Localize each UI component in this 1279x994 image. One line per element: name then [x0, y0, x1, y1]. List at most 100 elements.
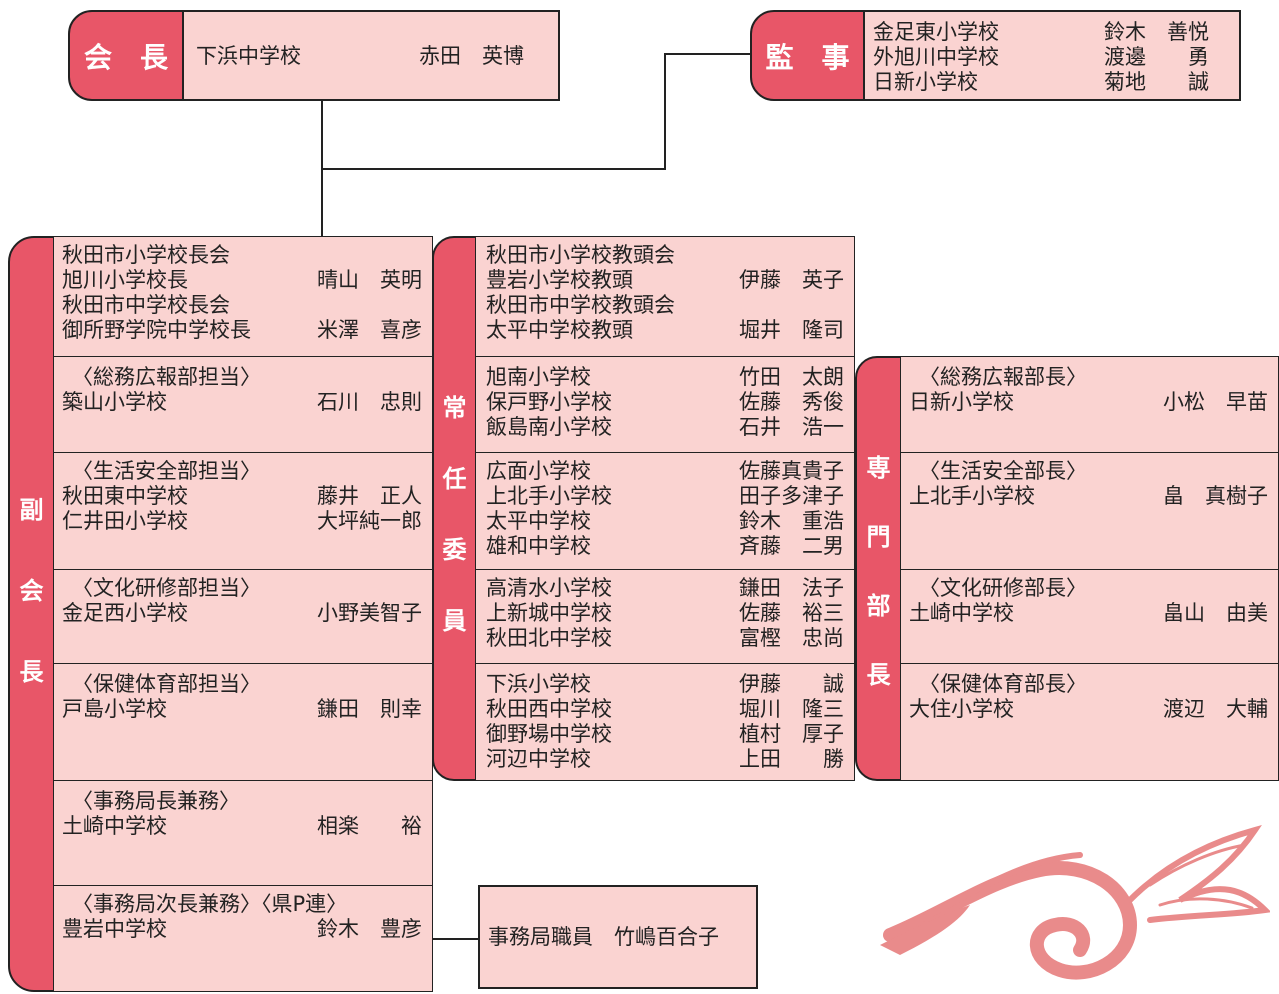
- auditor-label: 監 事: [765, 40, 850, 74]
- school: 雄和中学校: [486, 534, 591, 558]
- name: 小松 早苗: [1163, 390, 1268, 414]
- connector-auditor-horizontal: [664, 53, 752, 55]
- school: 高清水小学校: [486, 576, 612, 600]
- school: 旭南小学校: [486, 365, 591, 389]
- dept-group-cell: 〈生活安全部長〉 上北手小学校畠 真樹子: [900, 452, 1279, 570]
- auditor-box: 金足東小学校鈴木 善悦 外旭川中学校渡邊 勇 日新小学校菊地 誠: [863, 10, 1241, 101]
- group-title: 〈文化研修部担当〉: [72, 576, 261, 600]
- school: 日新小学校: [909, 390, 1014, 414]
- standing-group-cell: 高清水小学校鎌田 法子 上新城中学校佐藤 裕三 秋田北中学校富樫 忠尚: [475, 569, 855, 664]
- school: 秋田東中学校: [62, 484, 188, 508]
- school: 上新城中学校: [486, 601, 612, 625]
- vice-label-char: 副: [19, 496, 44, 524]
- school: 秋田市中学校長会: [62, 293, 230, 317]
- auditor-school: 外旭川中学校: [873, 45, 999, 69]
- school: 築山小学校: [62, 390, 167, 414]
- vice-group-cell: 〈事務局長兼務〉 土崎中学校相楽 裕: [53, 780, 433, 886]
- standing-label-char: 任: [442, 465, 467, 493]
- name: 鎌田 則幸: [317, 697, 422, 721]
- school: 下浜小学校: [486, 672, 591, 696]
- group-title: 〈事務局次長兼務〉〈県P連〉: [72, 892, 348, 916]
- name: 伊藤 英子: [739, 268, 844, 292]
- vice-top-cell: 秋田市小学校長会 旭川小学校長晴山 英明 秋田市中学校長会 御所野学院中学校長米…: [53, 236, 433, 357]
- school: 土崎中学校: [62, 814, 167, 838]
- name: 田子多津子: [739, 484, 844, 508]
- standing-top-cell: 秋田市小学校教頭会 豊岩小学校教頭 伊藤 英子 秋田市中学校教頭会 太平中学校教頭…: [475, 236, 855, 357]
- auditor-label-box: 監 事: [750, 10, 865, 101]
- dept-group-cell: 〈総務広報部長〉 日新小学校 小松 早苗: [900, 356, 1279, 453]
- connector-horizontal: [321, 168, 666, 170]
- vice-label-box: 副 会 長: [8, 236, 55, 992]
- standing-label-char: 委: [442, 536, 467, 564]
- vice-group-cell: 〈事務局次長兼務〉〈県P連〉 豊岩中学校 鈴木 豊彦: [53, 885, 433, 992]
- school: 秋田市中学校教頭会: [486, 293, 675, 317]
- name: 大坪純一郎: [317, 509, 422, 533]
- standing-label-box: 常 任 委 員: [432, 236, 477, 781]
- school: 御野場中学校: [486, 722, 612, 746]
- name: 斉藤 二男: [739, 534, 844, 558]
- vice-group-cell: 〈保健体育部担当〉 戸島小学校 鎌田 則幸: [53, 663, 433, 781]
- auditor-name: 菊地 誠: [1104, 70, 1209, 94]
- president-label: 会 長: [83, 40, 168, 74]
- name: 石川 忠則: [317, 390, 422, 414]
- staff-box: 事務局職員 竹嶋百合子: [478, 885, 758, 989]
- dept-label-char: 長: [866, 661, 891, 689]
- school: 太平中学校教頭: [486, 318, 633, 342]
- dept-label-char: 専: [866, 454, 891, 482]
- name: 佐藤真貴子: [739, 459, 844, 483]
- standing-label-char: 常: [442, 394, 467, 422]
- group-title: 〈保健体育部担当〉: [72, 672, 261, 696]
- school: 上北手小学校: [909, 484, 1035, 508]
- school: 秋田市小学校教頭会: [486, 243, 675, 267]
- group-title: 〈保健体育部長〉: [919, 672, 1087, 696]
- standing-group-cell: 下浜小学校伊藤 誠 秋田西中学校堀川 隆三 御野場中学校植村 厚子 河辺中学校上…: [475, 663, 855, 781]
- school: 飯島南小学校: [486, 415, 612, 439]
- president-name: 赤田 英博: [419, 44, 524, 68]
- vice-label-char: 長: [19, 658, 44, 686]
- school: 大住小学校: [909, 697, 1014, 721]
- vice-label-char: 会: [19, 577, 44, 605]
- school: 広面小学校: [486, 459, 591, 483]
- school: 御所野学院中学校長: [62, 318, 251, 342]
- name: 鈴木 豊彦: [317, 917, 422, 941]
- name: 藤井 正人: [317, 484, 422, 508]
- name: 伊藤 誠: [739, 672, 844, 696]
- name: 米澤 喜彦: [317, 318, 422, 342]
- group-title: 〈総務広報部長〉: [919, 365, 1087, 389]
- name: 竹田 太朗: [739, 365, 844, 389]
- auditor-name: 渡邊 勇: [1104, 45, 1209, 69]
- president-box: 下浜中学校 赤田 英博: [182, 10, 560, 101]
- school: 秋田北中学校: [486, 626, 612, 650]
- connector-auditor-vertical: [664, 53, 666, 170]
- school: 太平中学校: [486, 509, 591, 533]
- school: 土崎中学校: [909, 601, 1014, 625]
- name: 渡辺 大輔: [1163, 697, 1268, 721]
- standing-group-cell: 旭南小学校竹田 太朗 保戸野小学校佐藤 秀俊 飯島南小学校石井 浩一: [475, 356, 855, 453]
- name: 佐藤 裕三: [739, 601, 844, 625]
- connector-staff: [432, 938, 480, 940]
- name: 上田 勝: [739, 747, 844, 771]
- school: 金足西小学校: [62, 601, 188, 625]
- staff-text: 事務局職員 竹嶋百合子: [488, 925, 719, 949]
- name: 相楽 裕: [317, 814, 422, 838]
- school: 仁井田小学校: [62, 509, 188, 533]
- president-school: 下浜中学校: [196, 44, 301, 68]
- vice-group-cell: 〈生活安全部担当〉 秋田東中学校藤井 正人 仁井田小学校大坪純一郎: [53, 452, 433, 570]
- swirl-ornament: [880, 824, 1270, 980]
- name: 小野美智子: [317, 601, 422, 625]
- group-title: 〈文化研修部長〉: [919, 576, 1087, 600]
- school: 戸島小学校: [62, 697, 167, 721]
- school: 豊岩小学校教頭: [486, 268, 633, 292]
- dept-label-box: 専 門 部 長: [855, 356, 902, 781]
- name: 鈴木 重浩: [739, 509, 844, 533]
- school: 河辺中学校: [486, 747, 591, 771]
- name: 晴山 英明: [317, 268, 422, 292]
- name: 畠山 由美: [1163, 601, 1268, 625]
- school: 秋田市小学校長会: [62, 243, 230, 267]
- school: 豊岩中学校: [62, 917, 167, 941]
- name: 佐藤 秀俊: [739, 390, 844, 414]
- auditor-school: 金足東小学校: [873, 20, 999, 44]
- name: 富樫 忠尚: [739, 626, 844, 650]
- school: 上北手小学校: [486, 484, 612, 508]
- dept-group-cell: 〈保健体育部長〉 大住小学校 渡辺 大輔: [900, 663, 1279, 781]
